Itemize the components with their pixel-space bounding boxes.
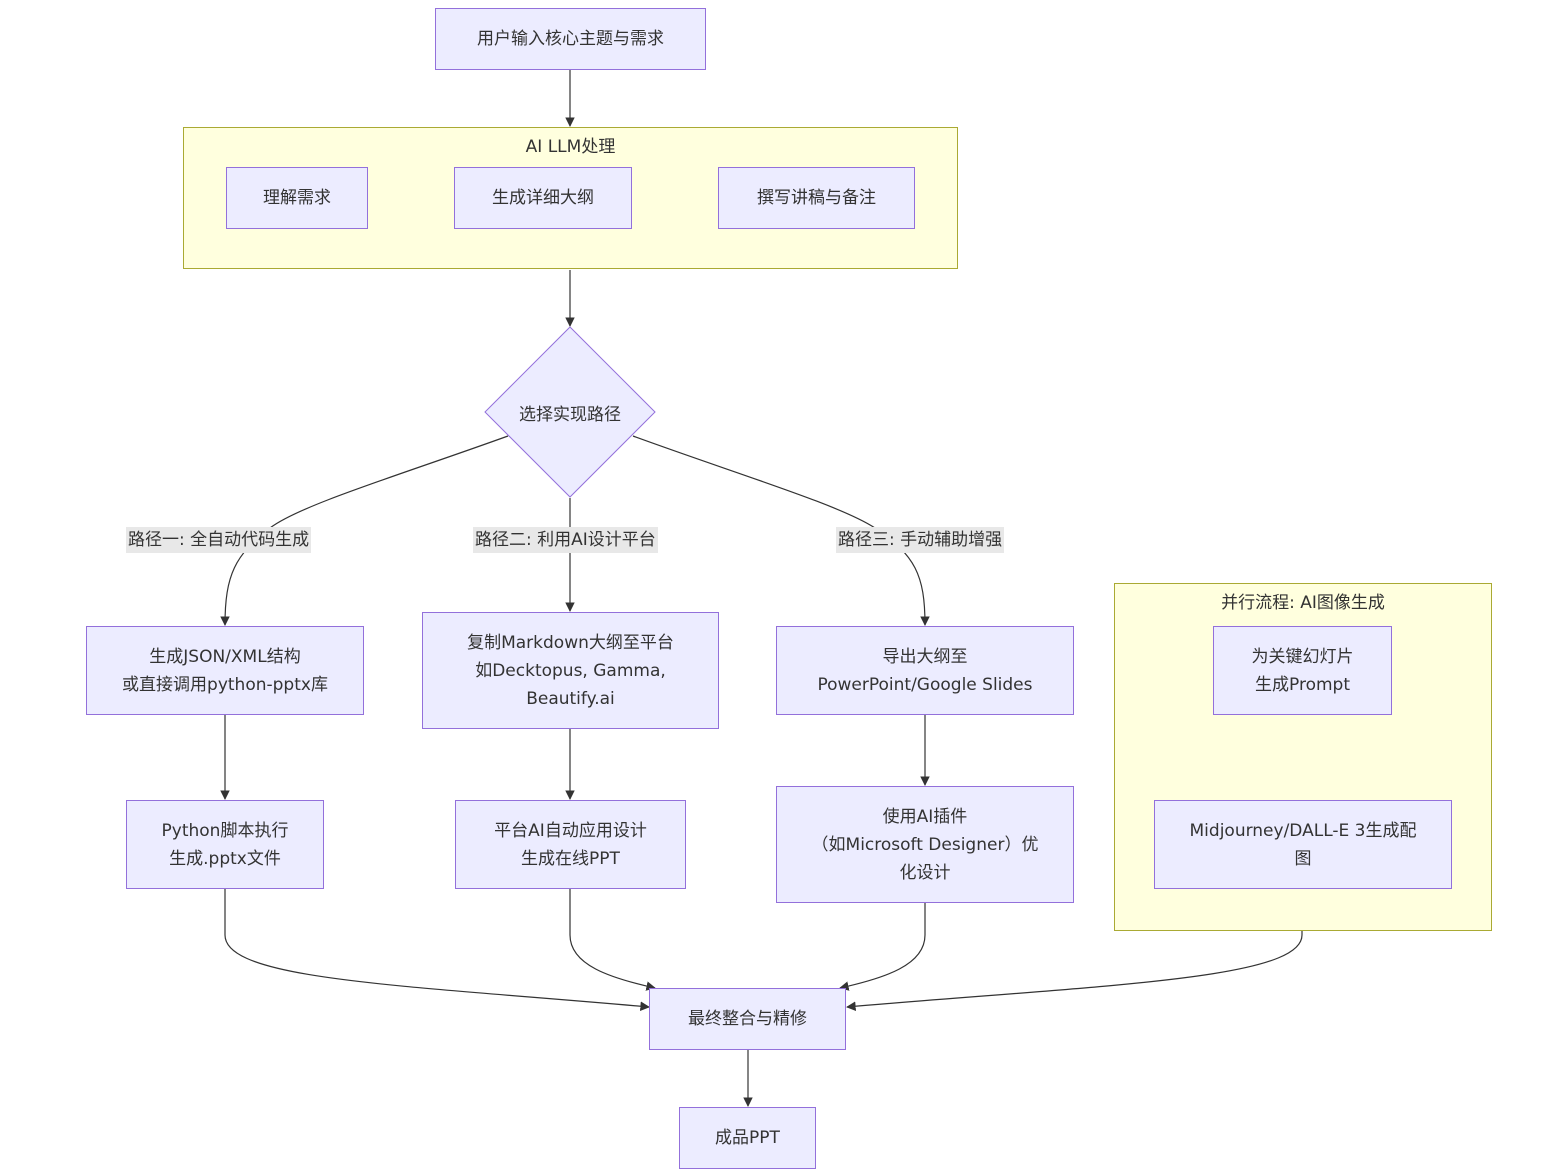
node-copy-markdown[interactable]: 复制Markdown大纲至平台 如Decktopus, Gamma, Beaut… xyxy=(422,612,719,729)
edge-label-path3: 路径三: 手动辅助增强 xyxy=(836,527,1005,553)
node-understand[interactable]: 理解需求 xyxy=(226,167,368,229)
edge-decision-to-path1 xyxy=(220,435,509,626)
cluster-parallel-image-title: 并行流程: AI图像生成 xyxy=(1221,593,1385,613)
node-outline[interactable]: 生成详细大纲 xyxy=(454,167,632,229)
node-ai-plugin[interactable]: 使用AI插件 （如Microsoft Designer）优 化设计 xyxy=(776,786,1074,903)
node-start-label: 用户输入核心主题与需求 xyxy=(477,29,664,49)
cluster-ai-llm-title: AI LLM处理 xyxy=(525,137,616,157)
node-start[interactable]: 用户输入核心主题与需求 xyxy=(435,8,706,70)
edge-platform-to-final xyxy=(569,889,656,991)
node-prompt[interactable]: 为关键幻灯片 生成Prompt xyxy=(1213,626,1392,715)
node-script-label: 撰写讲稿与备注 xyxy=(757,188,876,208)
edge-label-path2: 路径二: 利用AI设计平台 xyxy=(473,527,658,553)
node-script[interactable]: 撰写讲稿与备注 xyxy=(718,167,915,229)
node-platform-ai[interactable]: 平台AI自动应用设计 生成在线PPT xyxy=(455,800,686,889)
node-platform-ai-label: 平台AI自动应用设计 生成在线PPT xyxy=(494,820,647,869)
node-midjourney-label: Midjourney/DALL-E 3生成配 图 xyxy=(1189,820,1417,869)
node-python-exec[interactable]: Python脚本执行 生成.pptx文件 xyxy=(126,800,324,889)
node-prompt-label: 为关键幻灯片 生成Prompt xyxy=(1251,646,1354,695)
node-outline-label: 生成详细大纲 xyxy=(492,188,594,208)
node-product[interactable]: 成品PPT xyxy=(679,1107,816,1169)
decision-diamond xyxy=(484,326,656,498)
node-decision-label[interactable]: 选择实现路径 xyxy=(519,405,621,425)
node-export-outline[interactable]: 导出大纲至 PowerPoint/Google Slides xyxy=(776,626,1074,715)
edge-plugin-to-final xyxy=(839,903,926,991)
node-product-label: 成品PPT xyxy=(715,1128,780,1148)
node-gen-json[interactable]: 生成JSON/XML结构 或直接调用python-pptx库 xyxy=(86,626,364,715)
node-final-label: 最终整合与精修 xyxy=(688,1009,807,1029)
node-ai-plugin-label: 使用AI插件 （如Microsoft Designer）优 化设计 xyxy=(811,806,1039,883)
node-export-outline-label: 导出大纲至 PowerPoint/Google Slides xyxy=(817,646,1033,695)
edge-python-to-final xyxy=(224,889,650,1012)
edge-midjourney-to-final xyxy=(846,889,1303,1012)
edge-decision-to-path3 xyxy=(632,435,930,626)
node-gen-json-label: 生成JSON/XML结构 或直接调用python-pptx库 xyxy=(122,646,328,695)
node-python-exec-label: Python脚本执行 生成.pptx文件 xyxy=(161,820,289,869)
edge-label-path1: 路径一: 全自动代码生成 xyxy=(126,527,312,553)
node-final[interactable]: 最终整合与精修 xyxy=(649,988,846,1050)
node-midjourney[interactable]: Midjourney/DALL-E 3生成配 图 xyxy=(1154,800,1452,889)
node-understand-label: 理解需求 xyxy=(263,188,331,208)
node-copy-markdown-label: 复制Markdown大纲至平台 如Decktopus, Gamma, Beaut… xyxy=(467,632,674,709)
